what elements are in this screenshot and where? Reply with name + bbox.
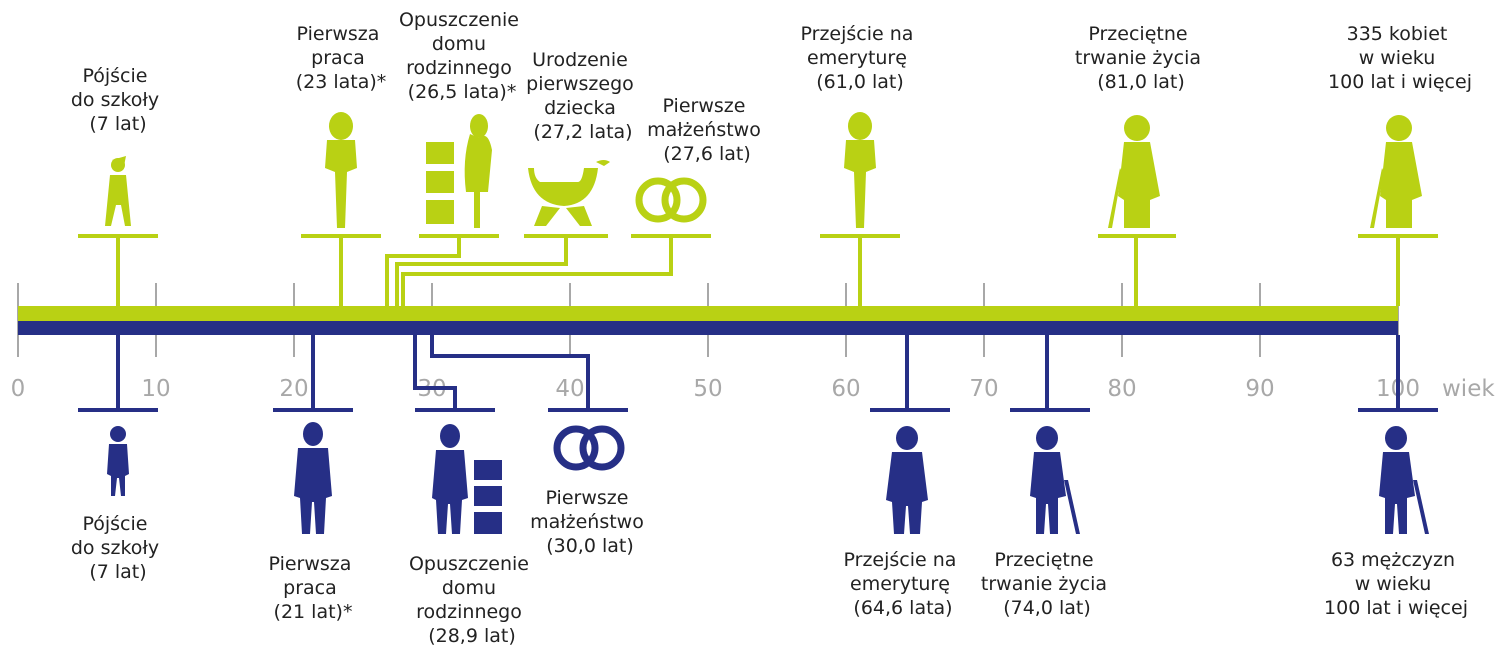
women-timeline-band <box>18 306 1398 321</box>
woman-icon <box>844 112 876 228</box>
tick-label-40: 40 <box>555 376 584 402</box>
tick-label-60: 60 <box>831 376 860 402</box>
tick-label-90: 90 <box>1245 376 1274 402</box>
woman-icon <box>325 112 357 228</box>
man-with-boxes-icon <box>432 424 502 534</box>
rings-icon <box>553 425 625 471</box>
woman-with-boxes-icon <box>426 114 492 228</box>
men-connectors <box>116 335 1400 410</box>
axis-unit-label: wiek <box>1442 376 1495 402</box>
women-connectors <box>116 236 1400 306</box>
old-man-with-cane-icon <box>1030 426 1080 534</box>
rings-icon <box>635 177 707 223</box>
man-icon <box>294 422 332 534</box>
women-label-marriage: Pierwsze małżeństwo (27,6 lat) <box>647 95 767 165</box>
men-label-centenarians: 63 mężczyzn w wieku 100 lat i więcej <box>1324 549 1468 619</box>
men-timeline-band <box>18 321 1398 335</box>
tick-label-10: 10 <box>141 376 170 402</box>
men-label-leaving-home: Opuszczenie domu rodzinnego (28,9 lat) <box>409 553 535 647</box>
men-label-retirement: Przejście na emeryturę (64,6 lata) <box>844 549 963 619</box>
men-label-first-job: Pierwsza praca (21 lat)* <box>269 553 358 623</box>
tick-label-80: 80 <box>1107 376 1136 402</box>
old-woman-with-cane-icon <box>1370 115 1422 228</box>
women-label-first-child: Urodzenie pierwszego dziecka (27,2 lata) <box>526 49 640 143</box>
old-woman-with-cane-icon <box>1108 115 1160 228</box>
tick-label-70: 70 <box>969 376 998 402</box>
women-label-school: Pójście do szkoły (7 lat) <box>71 65 165 135</box>
tick-label-50: 50 <box>693 376 722 402</box>
old-man-with-cane-icon <box>1379 426 1429 534</box>
women-label-life-expectancy: Przeciętne trwanie życia (81,0 lat) <box>1075 23 1207 93</box>
girl-icon <box>105 156 131 226</box>
man-icon <box>886 426 928 534</box>
men-label-marriage: Pierwsze małżeństwo (30,0 lat) <box>530 487 650 557</box>
men-label-life-expectancy: Przeciętne trwanie życia (74,0 lat) <box>981 549 1113 619</box>
boy-icon <box>107 426 129 496</box>
women-label-leaving-home: Opuszczenie domu rodzinnego (26,5 lata)* <box>399 9 525 103</box>
tick-label-20: 20 <box>279 376 308 402</box>
tick-label-0: 0 <box>11 376 26 402</box>
pram-icon <box>528 160 610 226</box>
women-label-retirement: Przejście na emeryturę (61,0 lat) <box>801 23 920 93</box>
age-axis-labels: 0 10 20 30 40 50 60 70 80 90 100 wiek <box>11 376 1496 402</box>
men-label-school: Pójście do szkoły (7 lat) <box>71 513 165 583</box>
women-label-centenarians: 335 kobiet w wieku 100 lat i więcej <box>1328 23 1472 93</box>
women-label-first-job: Pierwsza praca (23 lata)* <box>296 23 387 93</box>
